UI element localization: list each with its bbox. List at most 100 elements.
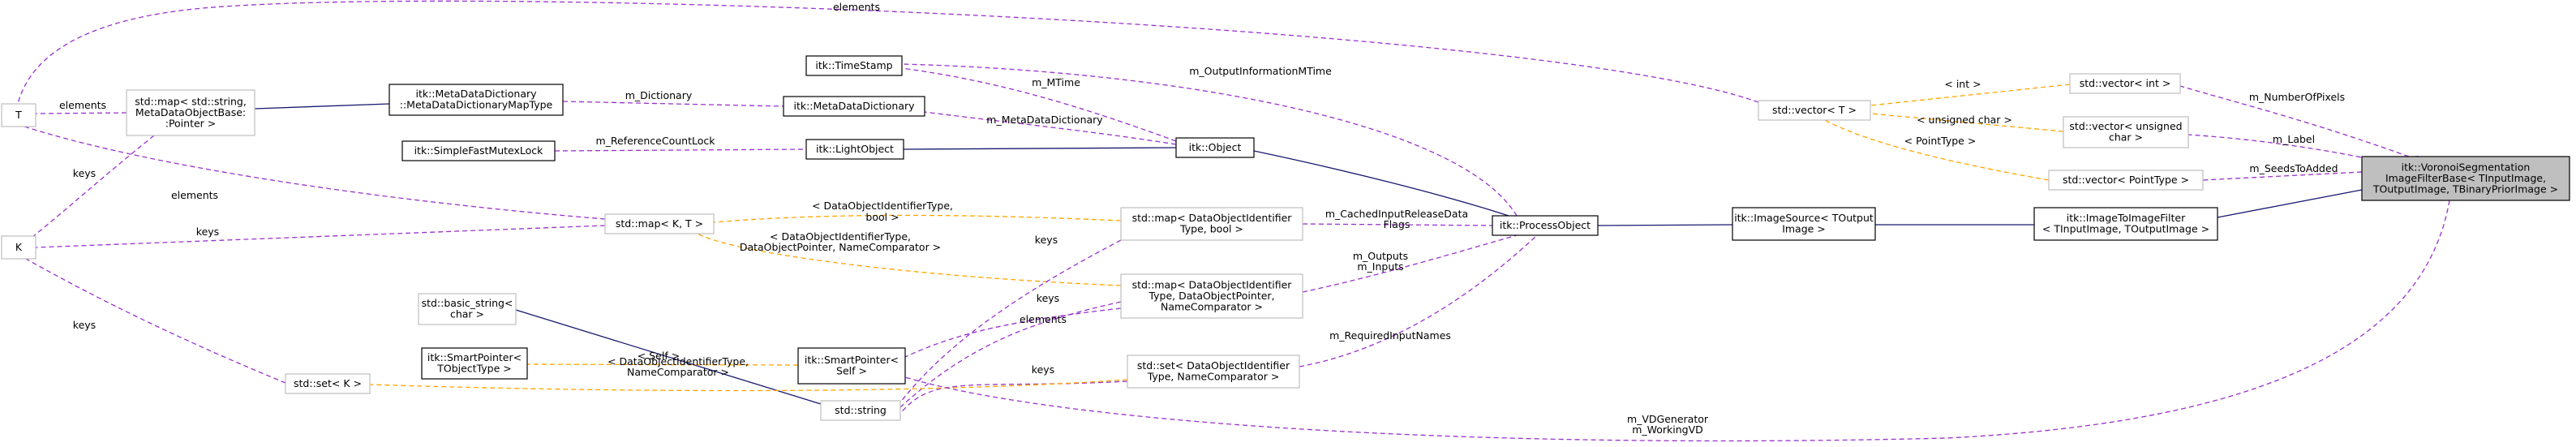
edge-map_string_pointer-to-K (32, 127, 164, 238)
edge-light_object-to-object (894, 145, 1177, 154)
edge-map_k_t-to-K (35, 221, 615, 248)
node-vector-t[interactable]: std::vector< T > (1758, 100, 1871, 121)
node-K[interactable]: K (1, 235, 36, 260)
edge-label: NameComparator > (627, 366, 729, 378)
edge-map_string_pointer-to-mdd_map_type (245, 103, 390, 114)
node-box (1127, 355, 1300, 389)
edge-smartptr_self-to-map_doi_ptr (904, 303, 1131, 358)
edge-label: m_Label (2273, 133, 2315, 145)
edge-label: m_VDGenerator (1627, 413, 1709, 425)
node-label: std::map< std::string, (135, 95, 247, 107)
edge-smartptr_t-to-smartptr_self (526, 361, 808, 370)
node-label: std::map< DataObjectIdentifier (1132, 278, 1293, 290)
node-smartptr-self[interactable]: itk::SmartPointer<Self > (797, 347, 906, 385)
node-set-doi[interactable]: std::set< DataObjectIdentifierType, Name… (1127, 355, 1300, 389)
edge-label: keys (196, 226, 219, 238)
node-label: itk::ProcessObject (1500, 219, 1591, 231)
edge-label: < DataObjectIdentifierType, (608, 355, 749, 367)
node-box (126, 89, 255, 136)
node-label: Type, bool > (1179, 223, 1243, 235)
node-label: K (15, 241, 23, 253)
edge-std_string-to-map_doi_bool (899, 232, 1131, 403)
node-mdd-map-type[interactable]: itk::MetaDataDictionary::MetaDataDiction… (389, 84, 564, 116)
node-box (797, 347, 906, 385)
node-label: ::MetaDataDictionaryMapType (400, 99, 553, 111)
node-label: Type, DataObjectPointer, (1148, 290, 1274, 302)
node-std-string[interactable]: std::string (820, 400, 901, 421)
node-light-object[interactable]: itk::LightObject (805, 139, 904, 160)
node-box (2033, 207, 2218, 241)
node-label: < TInputImage, TOutputImage > (2042, 223, 2209, 235)
node-map-doi-ptr[interactable]: std::map< DataObjectIdentifierType, Data… (1120, 273, 1303, 319)
node-map-string-pointer[interactable]: std::map< std::string,MetaDataObjectBase… (126, 89, 255, 136)
edge-label: m_ReferenceCountLock (596, 135, 716, 147)
edge-label: m_NumberOfPixels (2249, 91, 2345, 103)
node-box (805, 139, 904, 160)
node-label: std::vector< PointType > (2063, 174, 2189, 186)
node-box (1, 235, 36, 260)
edge-label: < Self > (638, 350, 680, 362)
node-T[interactable]: T (1, 103, 36, 127)
node-vector-int[interactable]: std::vector< int > (2069, 73, 2181, 94)
edge-label: m_MTime (1032, 76, 1080, 88)
edge-label: keys (73, 167, 96, 179)
node-label: itk::MetaDataDictionary (415, 88, 537, 100)
edge-label: m_WorkingVD (1632, 423, 1703, 436)
node-label: Type, NameComparator > (1147, 371, 1280, 383)
node-label: itk::TimeStamp (815, 59, 892, 71)
edge-vector_t-to-vector_point (1824, 119, 2059, 186)
node-map-k-t[interactable]: std::map< K, T > (604, 213, 715, 234)
edge-map_doi_bool-to-process_object (1293, 219, 1493, 228)
node-voronoi[interactable]: itk::VoronoiSegmentationImageFilterBase<… (2361, 156, 2570, 201)
node-label: TObjectType > (436, 363, 512, 375)
node-smartptr-t[interactable]: itk::SmartPointer<TObjectType > (421, 347, 528, 380)
node-box (604, 213, 715, 234)
node-vector-point[interactable]: std::vector< PointType > (2048, 170, 2204, 191)
edge-label: elements (1020, 313, 1067, 325)
node-label: std::map< DataObjectIdentifier (1132, 212, 1293, 224)
node-box (783, 96, 925, 117)
node-basic-string[interactable]: std::basic_string<char > (418, 293, 517, 325)
node-timestamp[interactable]: itk::TimeStamp (805, 55, 903, 76)
node-mdd[interactable]: itk::MetaDataDictionary (783, 96, 925, 117)
node-object[interactable]: itk::Object (1175, 137, 1255, 158)
edge-set_k-to-K (25, 258, 296, 390)
node-label: Self > (836, 365, 867, 377)
edge-set_doi-to-process_object (1290, 234, 1538, 372)
node-image-to-image[interactable]: itk::ImageToImageFilter< TInputImage, TO… (2033, 207, 2218, 241)
edge-label: bool > (865, 211, 899, 223)
edge-labels-layer: elementskeysm_Dictionarym_ReferenceCount… (59, 1, 2345, 436)
node-process-object[interactable]: itk::ProcessObject (1492, 215, 1599, 236)
node-box (1120, 207, 1303, 241)
edge-mdd_map_type-to-mdd (553, 97, 784, 107)
node-label: char > (450, 308, 484, 320)
node-box (1732, 207, 1876, 241)
edge-label: keys (73, 319, 96, 331)
node-box (1, 103, 36, 127)
node-map-doi-bool[interactable]: std::map< DataObjectIdentifierType, bool… (1120, 207, 1303, 241)
edge-label: < int > (1944, 78, 1981, 90)
edge-map_k_t-to-T (24, 126, 615, 224)
node-box (2063, 116, 2189, 148)
node-image-source[interactable]: itk::ImageSource< TOutputImage > (1732, 207, 1876, 241)
node-box (1120, 273, 1303, 319)
edge-map_k_t-to-map_doi_ptr (697, 233, 1131, 290)
edge-label: m_MetaDataDictionary (986, 114, 1103, 126)
node-box (285, 373, 371, 394)
edge-map_k_t-to-map_doi_bool (713, 214, 1131, 226)
node-box (2361, 156, 2570, 201)
node-label: NameComparator > (1161, 300, 1263, 312)
node-label: char > (2109, 131, 2143, 144)
edge-label: keys (1037, 292, 1059, 304)
node-fast-mutex[interactable]: itk::SimpleFastMutexLock (401, 140, 556, 161)
node-label: itk::SimpleFastMutexLock (414, 144, 544, 157)
node-label: std::set< DataObjectIdentifier (1137, 359, 1290, 372)
edge-label: DataObjectPointer, NameComparator > (740, 241, 941, 253)
edge-timestamp-to-process_object (901, 63, 1525, 226)
edge-label: keys (1035, 234, 1058, 246)
node-label: itk::VoronoiSegmentation (2402, 161, 2531, 173)
node-set-k[interactable]: std::set< K > (285, 373, 371, 394)
edge-label: < DataObjectIdentifierType, (812, 200, 953, 212)
